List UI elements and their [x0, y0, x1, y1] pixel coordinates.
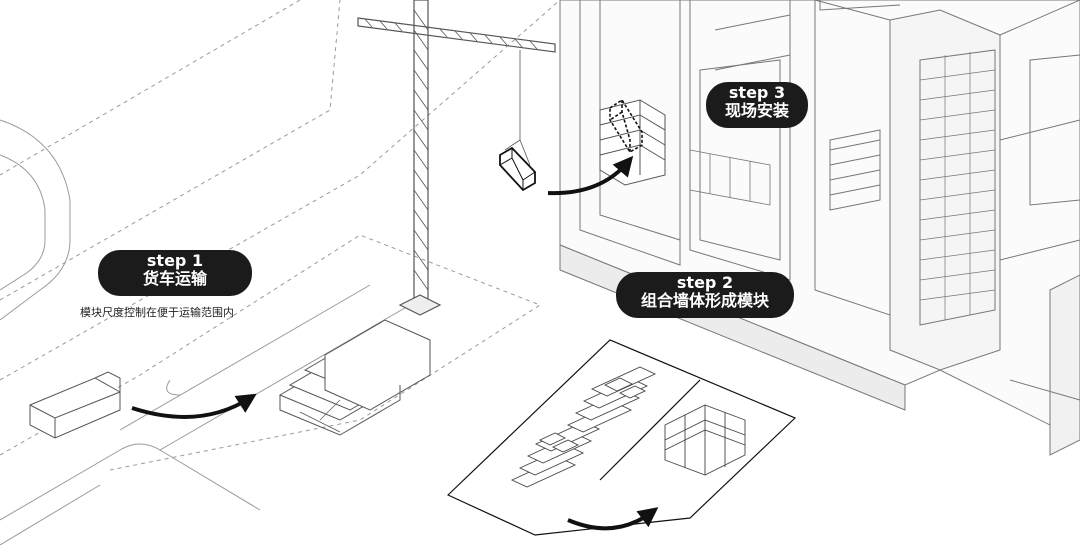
step-3-badge: step 3 现场安装 — [706, 82, 808, 128]
step-1-badge: step 1 货车运输 — [98, 250, 252, 296]
transport-arrow — [131, 393, 257, 419]
assembly-arrow — [567, 507, 659, 531]
lift-arrow — [547, 155, 634, 196]
site-roads — [0, 0, 561, 545]
step-2-title: 组合墙体形成模块 — [640, 290, 769, 310]
assembled-modules — [664, 404, 746, 476]
wall-panels — [510, 366, 657, 488]
step-2-label: step 2 — [676, 273, 734, 292]
step-3-title: 现场安装 — [724, 100, 789, 120]
parked-trucks — [278, 319, 431, 436]
target-slot-dashed — [609, 98, 643, 154]
tower-crane — [357, 0, 556, 316]
step-2-badge: step 2 组合墙体形成模块 — [616, 272, 794, 318]
assembly-area — [446, 339, 797, 536]
step-1-title: 货车运输 — [142, 268, 207, 288]
step-1-note: 模块尺度控制在便于运输范围内 — [80, 306, 234, 319]
step-1-label: step 1 — [146, 251, 204, 270]
hanging-module — [499, 146, 536, 192]
step-3-label: step 3 — [728, 83, 786, 102]
delivery-truck — [29, 371, 121, 439]
installed-module-stack — [599, 99, 666, 186]
